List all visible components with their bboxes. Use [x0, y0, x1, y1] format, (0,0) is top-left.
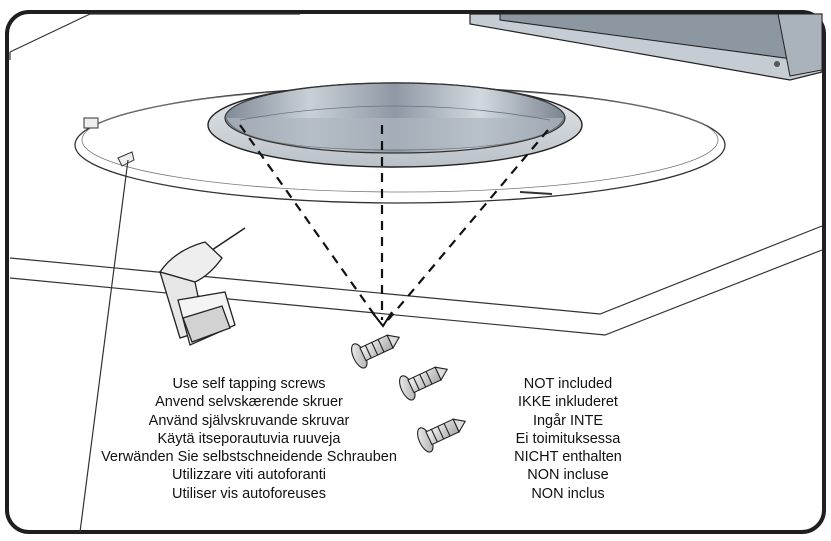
- hanging-wire: [79, 159, 129, 533]
- not-included-line: NICHT enthalten: [514, 449, 622, 466]
- instruction-line: Verwänden Sie selbstschneidende Schraube…: [101, 449, 397, 466]
- instruction-line: Använd självskruvande skruvar: [148, 412, 350, 429]
- instruction-line: Käytä itseporautuvia ruuveja: [157, 430, 341, 447]
- not-included-line: Ei toimituksessa: [515, 430, 621, 447]
- screw-icon: [399, 366, 449, 401]
- screw-icon: [351, 334, 401, 369]
- not-included-text: NOT included IKKE inkluderet Ingår INTE …: [488, 375, 648, 503]
- clip-icon: [83, 117, 553, 195]
- screw-icon: [417, 418, 467, 453]
- arrow-head: [371, 311, 393, 328]
- not-included-line: Ingår INTE: [532, 412, 604, 429]
- not-included-line: NON inclus: [531, 485, 605, 502]
- instruction-line: Anvend selvskærende skruer: [155, 394, 343, 411]
- instruction-line: Use self tapping screws: [172, 376, 326, 392]
- instruction-text: Use self tapping screws Anvend selvskære…: [90, 375, 408, 503]
- not-included-line: NON incluse: [527, 467, 609, 484]
- duct-inner-wall: [225, 117, 565, 151]
- guide-lines: [239, 124, 549, 321]
- not-included-line: NOT included: [523, 376, 613, 392]
- instruction-line: Utilizzare viti autoforanti: [172, 467, 326, 484]
- drill-icon: [158, 227, 246, 346]
- ceiling-duct-box: [469, 13, 823, 81]
- instruction-line: Utiliser vis autoforeuses: [172, 485, 326, 502]
- not-included-line: IKKE inkluderet: [518, 394, 618, 411]
